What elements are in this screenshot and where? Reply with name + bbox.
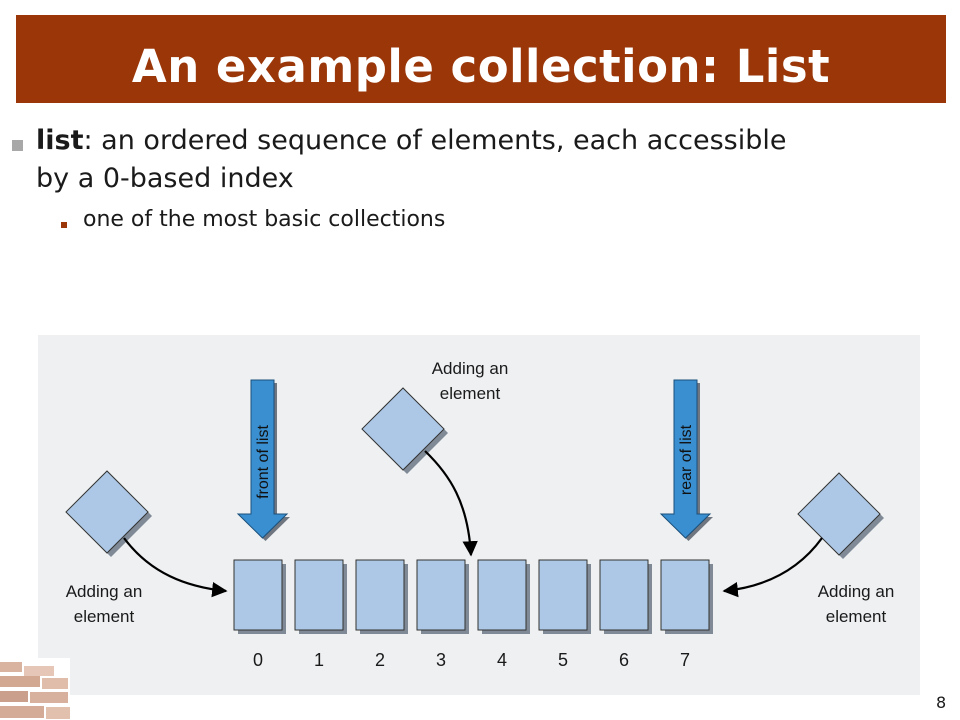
adding-label-right-line2: element [826, 607, 887, 626]
index-label: 1 [314, 650, 324, 670]
list-cell [599, 559, 652, 634]
list-cell [660, 559, 713, 634]
add-arrow-middle [424, 450, 478, 557]
new-element-left [65, 470, 153, 558]
index-label: 2 [375, 650, 385, 670]
rear-of-list-arrow: rear of list [659, 379, 713, 541]
rear-of-list-label: rear of list [678, 424, 695, 495]
adding-label-right-line1: Adding an [818, 582, 895, 601]
slide-title: An example collection: List [131, 40, 831, 93]
index-label: 0 [253, 650, 263, 670]
page-number: 8 [936, 693, 947, 712]
bullet-definition-line2: by a 0-based index [36, 163, 294, 194]
index-label: 4 [497, 650, 507, 670]
sub-bullet-text: one of the most basic collections [83, 207, 446, 232]
bullet-term: list [36, 125, 84, 156]
index-label: 5 [558, 650, 568, 670]
add-arrow-left [123, 537, 228, 598]
front-of-list-arrow: front of list [236, 379, 290, 541]
new-element-right [797, 472, 885, 560]
index-label: 7 [680, 650, 690, 670]
list-cell [538, 559, 591, 634]
list-cell [233, 559, 286, 634]
adding-label-left-line1: Adding an [66, 582, 143, 601]
bullet-marker [12, 140, 23, 151]
list-cell [355, 559, 408, 634]
adding-label-left-line2: element [74, 607, 135, 626]
list-diagram-svg: 0 1 2 3 4 5 6 7 front of list rear of li… [65, 359, 895, 670]
title-bar: An example collection: List [16, 15, 946, 103]
front-of-list-label: front of list [255, 425, 272, 499]
bullet-definition: : an ordered sequence of elements, each … [83, 125, 787, 156]
index-label: 3 [436, 650, 446, 670]
list-cell [294, 559, 347, 634]
list-cells [233, 559, 713, 634]
brick-decoration [0, 658, 70, 720]
adding-label-top-line1: Adding an [432, 359, 509, 378]
index-label: 6 [619, 650, 629, 670]
add-arrow-right [722, 537, 823, 598]
list-diagram: 0 1 2 3 4 5 6 7 front of list rear of li… [38, 335, 920, 695]
adding-label-top-line2: element [440, 384, 501, 403]
list-cell [416, 559, 469, 634]
bullet-text: list: an ordered sequence of elements, e… [36, 122, 936, 198]
sub-bullet-marker [61, 222, 67, 228]
list-cell [477, 559, 530, 634]
